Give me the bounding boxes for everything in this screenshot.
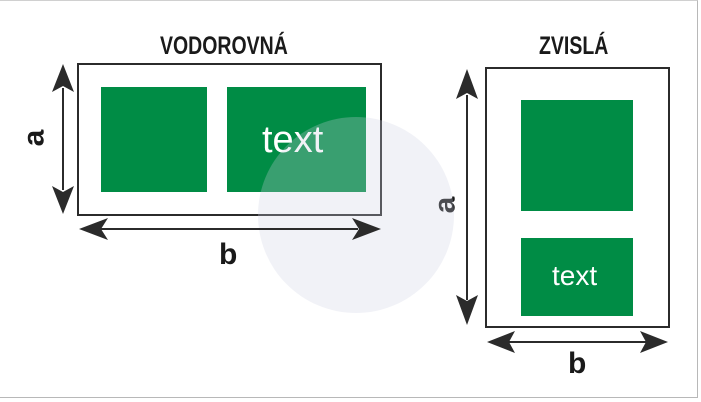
horizontal-box-text: text [262,119,324,161]
horizontal-title: VODOROVNÁ [160,32,288,60]
vertical-text-box [521,238,633,316]
horizontal-a-arrow-icon [52,64,74,214]
horizontal-text-box [227,87,366,192]
vertical-a-arrow-icon [456,69,478,325]
horizontal-dim-b-label: b [219,238,238,271]
vertical-title: ZVISLÁ [539,32,609,60]
horizontal-pictogram-box [101,87,207,192]
vertical-dim-b-label: b [568,347,587,380]
horizontal-b-arrow-icon [79,218,381,240]
vertical-box-text: text [552,260,598,291]
vertical-b-arrow-icon [487,331,668,353]
vertical-pictogram-box [521,100,633,211]
